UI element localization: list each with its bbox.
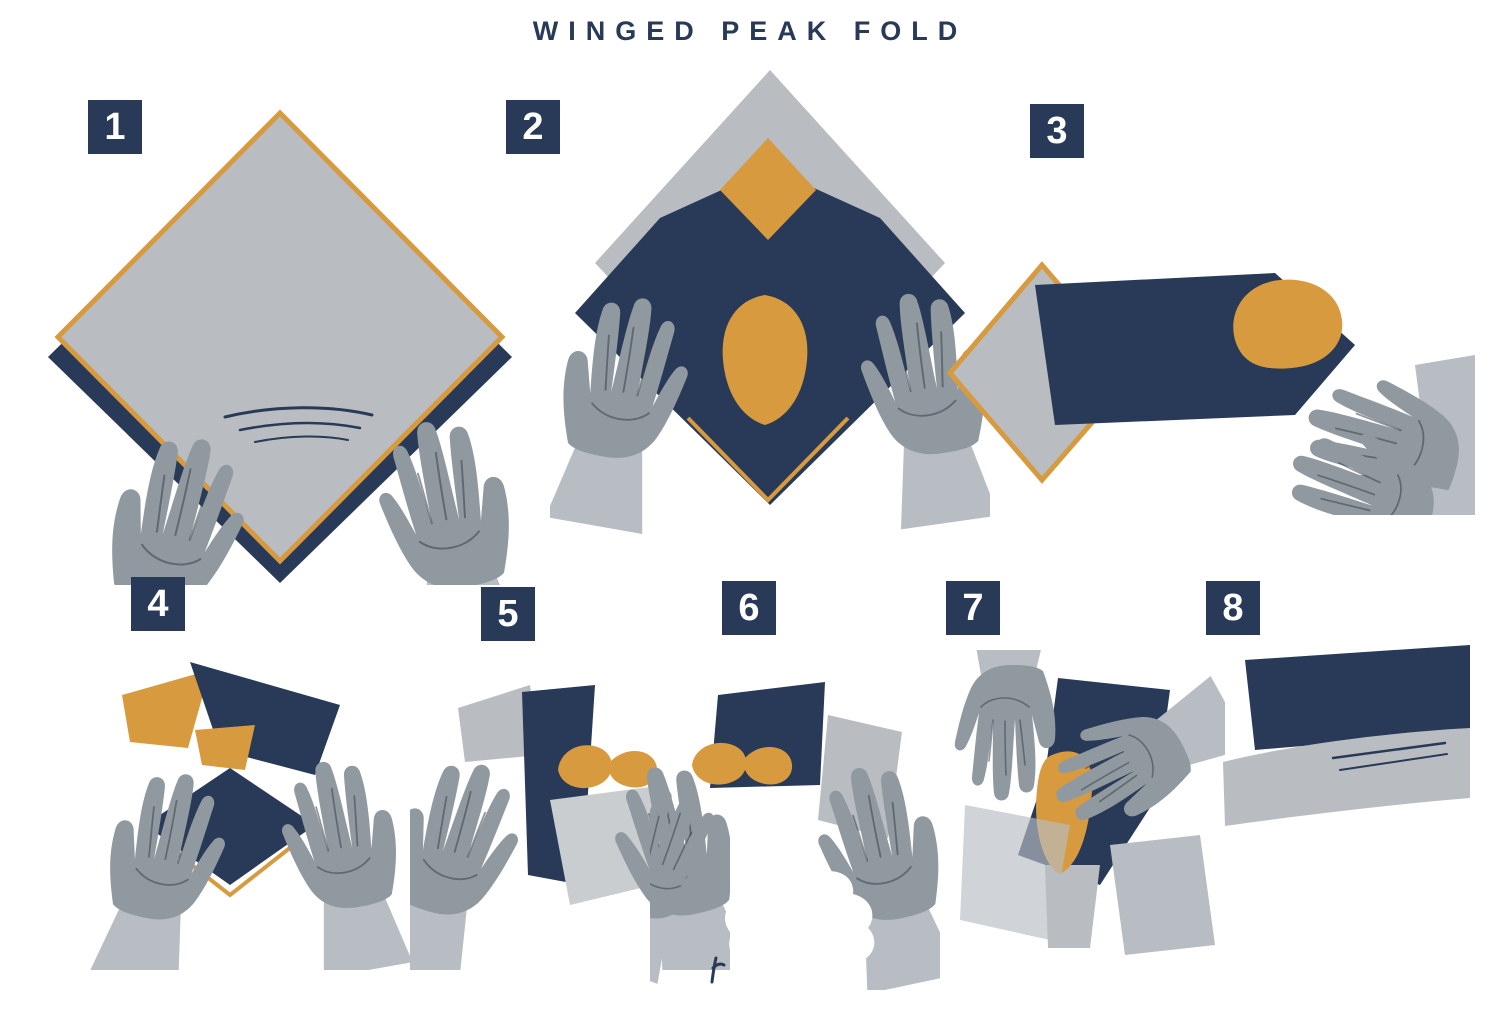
step-7-number: 7	[962, 587, 984, 629]
gold-fold-center	[195, 725, 255, 770]
fold-lines	[1331, 741, 1448, 771]
step-1-illustration	[48, 109, 520, 585]
step-8-number: 8	[1222, 587, 1244, 629]
step-3-illustration	[946, 261, 1475, 515]
left-hand	[410, 747, 537, 970]
finished-napkin	[1223, 728, 1470, 826]
gold-wing	[122, 670, 210, 748]
napkin-back	[458, 685, 540, 762]
gold-peak-right	[609, 750, 658, 788]
step-2-number-badge: 2	[506, 100, 560, 154]
step-4-illustration	[84, 662, 410, 970]
step-3-number: 3	[1046, 110, 1068, 152]
step-6-number-badge: 6	[722, 581, 776, 635]
step-2-illustration	[550, 70, 990, 538]
forearm-right	[1110, 835, 1215, 955]
smoothing-lines	[223, 406, 374, 443]
navy-mark	[710, 956, 726, 984]
step-1-number: 1	[104, 106, 126, 148]
step-6-illustration	[650, 682, 940, 990]
left-hand	[650, 771, 738, 990]
napkin-shadow	[1245, 645, 1470, 750]
step-2-number: 2	[522, 106, 544, 148]
step-8-number-badge: 8	[1206, 581, 1260, 635]
right-hand	[270, 750, 410, 970]
step-5-number: 5	[497, 593, 519, 635]
step-4-number: 4	[147, 583, 169, 625]
step-7-number-badge: 7	[946, 581, 1000, 635]
white-peak-silhouette	[725, 851, 875, 989]
step-8-illustration	[1223, 645, 1470, 826]
step-1-number-badge: 1	[88, 100, 142, 154]
gold-peak-right	[744, 746, 793, 785]
step-6-number: 6	[738, 587, 760, 629]
diagram-title: WINGED PEAK FOLD	[532, 16, 968, 46]
gold-peak-left	[692, 742, 747, 785]
step-7-illustration	[953, 650, 1225, 955]
bottom-gold-edge	[686, 416, 850, 503]
step-4-number-badge: 4	[131, 577, 185, 631]
forearm-left	[960, 805, 1070, 940]
step-5-number-badge: 5	[481, 587, 535, 641]
gold-peak-left	[558, 745, 612, 789]
center-gold-fold	[722, 295, 808, 425]
gold-fold	[1233, 279, 1343, 369]
top-gold-fold	[720, 138, 816, 240]
step-3-number-badge: 3	[1030, 104, 1084, 158]
